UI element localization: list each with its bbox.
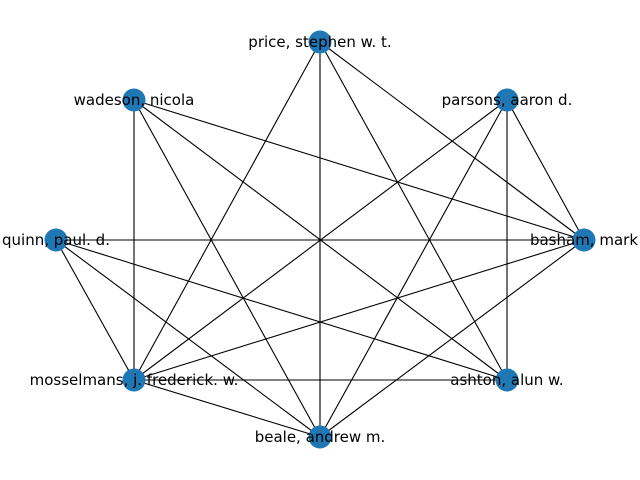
node-label-basham: basham, mark [530,231,638,249]
edge-quinn-ashton [55,239,508,381]
node-label-beale: beale, andrew m. [255,428,386,446]
node-parsons [495,88,519,112]
node-beale [308,425,332,449]
edge-basham-beale [319,239,585,438]
node-label-price: price, stephen w. t. [248,33,391,51]
node-basham [572,228,596,252]
node-label-parsons: parsons, aaron d. [442,91,573,109]
node-ashton [495,368,519,392]
edge-wadeson-basham [133,99,585,241]
edge-price-mosselmans [133,41,321,381]
edge-quinn-beale [55,239,321,438]
node-price [308,30,332,54]
node-label-mosselmans: mosselmans, j. frederick. w. [30,371,239,389]
edge-parsons-basham [506,99,585,241]
node-label-quinn: quinn, paul. d. [2,231,110,249]
node-quinn [44,228,68,252]
edge-basham-mosselmans [133,239,585,381]
edge-wadeson-beale [133,99,321,438]
labels-layer: price, stephen w. t. wadeson, nicola parso… [2,33,638,446]
nodes-layer [44,30,596,449]
node-wadeson [122,88,146,112]
node-mosselmans [122,368,146,392]
edge-mosselmans-beale [133,379,321,438]
edge-price-ashton [319,41,508,381]
edge-parsons-beale [319,99,508,438]
edge-quinn-mosselmans [55,239,135,381]
node-label-ashton: ashton, alun w. [450,371,563,389]
edges-layer [55,41,585,438]
node-label-wadeson: wadeson, nicola [74,91,195,109]
